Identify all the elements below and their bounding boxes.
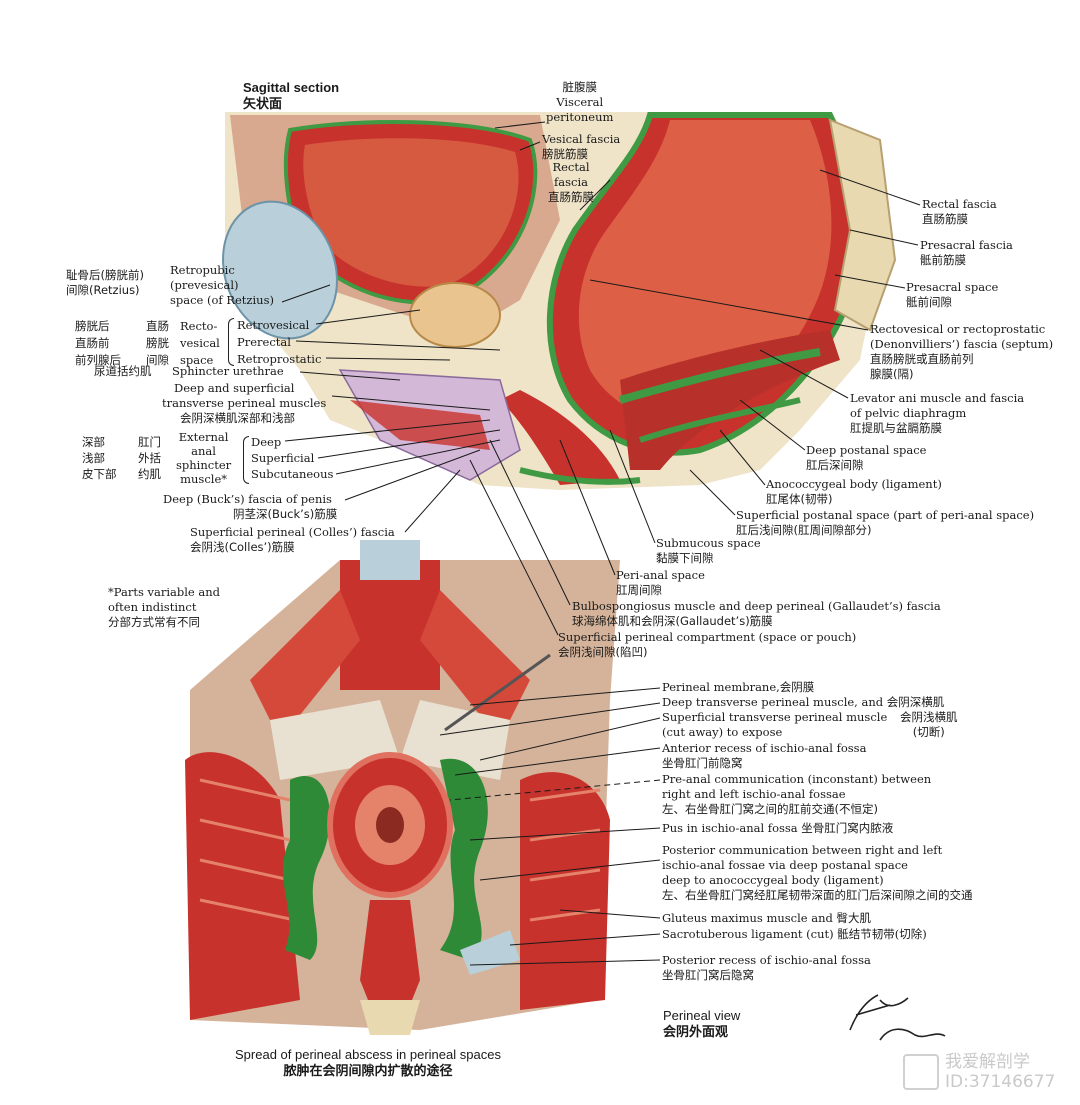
brace-spaces [228, 318, 234, 366]
label-rectal-fascia-mid: Rectal fascia 直肠筋膜 [548, 160, 594, 204]
label-deep-transverse: Deep transverse perineal muscle, and 会阴深… [662, 695, 945, 709]
label-retrovesical: Retrovesical [237, 318, 310, 332]
footnote: *Parts variable and often indistinct 分部方… [108, 585, 221, 629]
label-submucous: Submucous space 黏膜下间隙 [656, 536, 761, 565]
label-deep-postanal: Deep postanal space 肛后深间隙 [806, 443, 927, 472]
spaces-zh-col2: 直肠 膀胱 间隙 [146, 319, 169, 367]
label-superficial-postanal: Superficial postanal space (part of peri… [736, 508, 1035, 537]
sagittal-section-art [222, 112, 897, 490]
figure-caption: Spread of perineal abscess in perineal s… [235, 1047, 501, 1078]
label-retzius-zh: 耻骨后(膀胱前) 间隙(Retzius) [66, 268, 144, 297]
label-vesical-fascia: Vesical fascia 膀胱筋膜 [542, 132, 621, 161]
label-sphincter-superficial: Superficial [251, 451, 315, 465]
sphincter-zh-col2: 肛门 外括 约肌 [138, 435, 161, 481]
perineal-view-art [185, 540, 620, 1035]
label-transverse-perineal: Deep and superficial transverse perineal… [162, 381, 327, 425]
label-pus: Pus in ischio-anal fossa 坐骨肛门窝内脓液 [662, 821, 894, 835]
sagittal-title: Sagittal section 矢状面 [243, 80, 339, 112]
label-perianal: Peri-anal space 肛周间隙 [616, 568, 705, 597]
spaces-en-col: Recto- vesical space [180, 319, 220, 367]
label-sacrotuberous: Sacrotuberous ligament (cut) 骶结节韧带(切除) [662, 927, 927, 941]
sagittal-title-en: Sagittal section [243, 80, 340, 95]
brace-sphincter [243, 436, 249, 484]
sphincter-zh-col1: 深部 浅部 皮下部 [82, 435, 117, 481]
label-superficial-compartment: Superficial perineal compartment (space … [558, 630, 857, 659]
label-sphincter-urethrae-zh: 尿道括约肌 [94, 364, 152, 378]
label-gluteus: Gluteus maximus muscle and 臀大肌 [662, 911, 872, 925]
label-posterior-communication: Posterior communication between right an… [662, 843, 973, 902]
sphincter-en-col: External anal sphincter muscle* [176, 430, 232, 486]
label-colles-fascia: Superficial perineal (Colles’) fascia 会阴… [190, 525, 395, 554]
label-anococcygeal: Anococcygeal body (ligament) 肛尾体(韧带) [766, 477, 942, 506]
label-perineal-membrane: Perineal membrane,会阴膜 [662, 680, 815, 694]
label-retroprostatic: Retroprostatic [237, 352, 322, 366]
label-presacral-space: Presacral space 骶前间隙 [906, 280, 999, 309]
label-prerectal: Prerectal [237, 335, 291, 349]
sphincter-items: Deep Superficial Subcutaneous [251, 434, 333, 482]
label-levator-ani: Levator ani muscle and fascia of pelvic … [850, 391, 1025, 435]
artist-signature [849, 994, 946, 1041]
label-sphincter-urethrae-en: Sphincter urethrae [172, 364, 284, 378]
label-anterior-recess: Anterior recess of ischio-anal fossa 坐骨肛… [662, 741, 867, 770]
label-sphincter-subcutaneous: Subcutaneous [251, 467, 334, 481]
label-pre-anal: Pre-anal communication (inconstant) betw… [662, 772, 932, 816]
perineal-view-title: Perineal view 会阴外面观 [663, 1008, 741, 1039]
label-bulbospongiosus: Bulbospongiosus muscle and deep perineal… [572, 599, 941, 628]
label-rectal-fascia: Rectal fascia 直肠筋膜 [922, 197, 997, 226]
label-superficial-transverse-zh: 会阴浅横肌 (切断) [900, 710, 958, 739]
watermark: 我爱解剖学 ID:37146677 [903, 1052, 1055, 1092]
leader-lines [281, 121, 921, 966]
spaces-items: Retrovesical Prerectal Retroprostatic [237, 317, 321, 368]
label-bucks-fascia: Deep (Buck’s) fascia of penis 阴茎深(Buck’s… [163, 492, 338, 521]
label-superficial-transverse: Superficial transverse perineal muscle (… [662, 710, 888, 739]
label-retzius-en: Retropubic (prevesical) space (of Retziu… [170, 263, 274, 307]
label-rectovesical-fascia: Rectovesical or rectoprostatic (Denonvil… [870, 322, 1054, 381]
sagittal-title-zh: 矢状面 [243, 96, 283, 111]
label-presacral-fascia: Presacral fascia 骶前筋膜 [920, 238, 1013, 267]
label-sphincter-deep: Deep [251, 435, 282, 449]
watermark-icon [903, 1054, 939, 1090]
label-visceral-peritoneum: 脏腹膜 Visceral peritoneum [546, 80, 614, 124]
spaces-zh-col1: 膀胱后 直肠前 前列腺后 [75, 319, 121, 367]
label-posterior-recess: Posterior recess of ischio-anal fossa 坐骨… [662, 953, 871, 982]
